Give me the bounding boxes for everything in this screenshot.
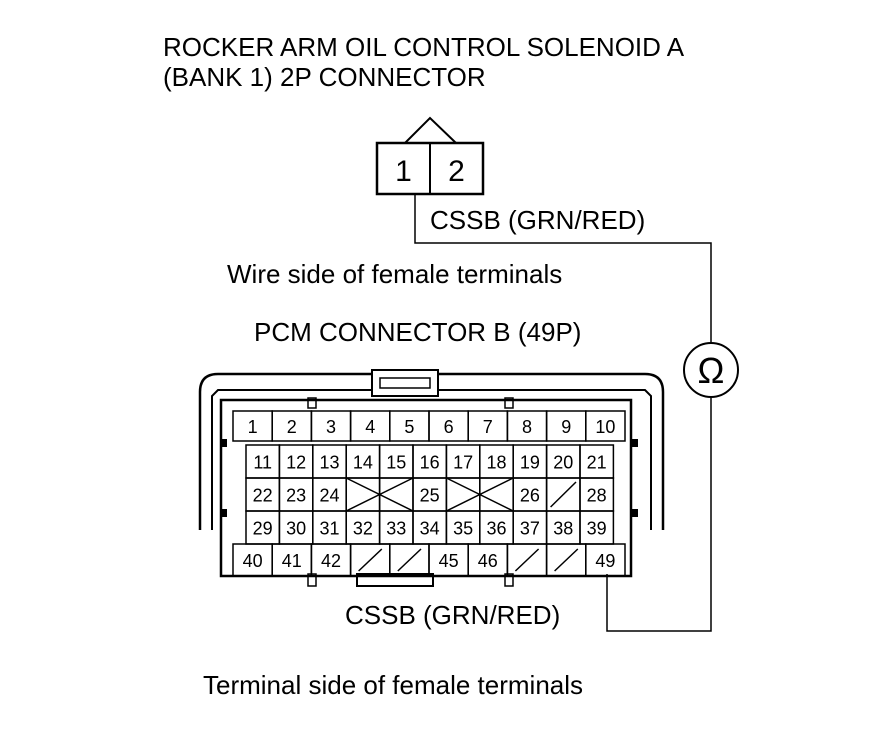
terminal-cell xyxy=(479,477,514,512)
terminal-3: 3 xyxy=(326,417,336,437)
terminal-14: 14 xyxy=(353,453,373,473)
solenoid-connector-title-line2: (BANK 1) 2P CONNECTOR xyxy=(163,62,486,92)
ohmmeter-circle xyxy=(683,342,739,398)
terminal-30: 30 xyxy=(286,519,306,539)
pcm-connector-title: PCM CONNECTOR B (49P) xyxy=(254,317,581,347)
terminal-20: 20 xyxy=(553,453,573,473)
blocked-cell-x xyxy=(446,477,514,512)
terminal-15: 15 xyxy=(386,453,406,473)
terminal-12: 12 xyxy=(286,453,306,473)
wire-to-meter-lower xyxy=(606,398,712,632)
terminal-cell xyxy=(378,477,414,512)
solenoid-wire-label: CSSB (GRN/RED) xyxy=(430,205,645,235)
terminal-32: 32 xyxy=(353,519,373,539)
pcm-wire-label: CSSB (GRN/RED) xyxy=(345,600,560,630)
terminal-cell xyxy=(585,543,626,577)
terminal-36: 36 xyxy=(486,519,506,539)
empty-cell-slash xyxy=(514,548,540,572)
wire-to-meter-upper xyxy=(414,194,712,342)
solenoid-pin-1: 1 xyxy=(395,155,412,188)
terminal-7: 7 xyxy=(483,417,493,437)
terminal-31: 31 xyxy=(319,519,339,539)
terminal-37: 37 xyxy=(520,519,540,539)
terminal-6: 6 xyxy=(444,417,454,437)
latch-left-top xyxy=(221,439,227,447)
terminal-5: 5 xyxy=(404,417,414,437)
solenoid-pin-2: 2 xyxy=(448,155,465,188)
terminal-29: 29 xyxy=(253,519,273,539)
tab-top-left xyxy=(307,397,317,409)
terminal-cell xyxy=(445,477,481,512)
shell-inner-right xyxy=(438,389,652,530)
terminal-2: 2 xyxy=(287,417,297,437)
terminal-8: 8 xyxy=(522,417,532,437)
terminal-cell xyxy=(585,410,626,442)
terminal-35: 35 xyxy=(453,519,473,539)
terminal-cell xyxy=(345,477,381,512)
terminal-11: 11 xyxy=(253,453,272,473)
terminal-13: 13 xyxy=(319,453,339,473)
terminal-24: 24 xyxy=(319,486,339,506)
wire-side-label: Wire side of female terminals xyxy=(227,259,562,289)
terminal-21: 21 xyxy=(587,453,607,473)
terminal-40: 40 xyxy=(243,551,263,571)
terminal-34: 34 xyxy=(420,519,440,539)
empty-cell-slash xyxy=(358,548,383,572)
terminal-9: 9 xyxy=(561,417,571,437)
terminal-38: 38 xyxy=(553,519,573,539)
tab-bottom-right xyxy=(504,573,514,587)
connector-bottom-key xyxy=(356,573,434,587)
terminal-46: 46 xyxy=(478,551,498,571)
terminal-49: 49 xyxy=(595,551,615,571)
terminal-10: 10 xyxy=(595,417,615,437)
terminal-25: 25 xyxy=(420,486,440,506)
latch-right-bottom xyxy=(632,509,638,517)
terminal-grid xyxy=(232,410,626,577)
terminal-19: 19 xyxy=(520,453,540,473)
terminal-41: 41 xyxy=(282,551,302,571)
terminal-18: 18 xyxy=(486,453,506,473)
terminal-17: 17 xyxy=(453,453,473,473)
solenoid-2p-connector: 1 2 xyxy=(375,116,485,196)
terminal-42: 42 xyxy=(321,551,341,571)
terminal-22: 22 xyxy=(253,486,273,506)
terminal-side-label: Terminal side of female terminals xyxy=(203,670,583,700)
blocked-cell-x xyxy=(345,477,414,512)
connector-top-lock xyxy=(371,369,439,397)
terminal-28: 28 xyxy=(587,486,607,506)
connector-shell xyxy=(198,372,665,530)
terminal-26: 26 xyxy=(520,486,540,506)
latch-right-top xyxy=(632,439,638,447)
empty-cell-slash xyxy=(550,481,577,508)
terminal-23: 23 xyxy=(286,486,306,506)
terminal-45: 45 xyxy=(439,551,459,571)
tab-top-right xyxy=(504,397,514,409)
shell-inner-left xyxy=(211,389,372,530)
ohmmeter: Ω xyxy=(683,342,739,398)
connector-top-lock-inner xyxy=(379,377,431,389)
empty-cell-slash xyxy=(397,548,422,572)
solenoid-connector-title-line1: ROCKER ARM OIL CONTROL SOLENOID A xyxy=(163,32,685,62)
terminal-39: 39 xyxy=(587,519,607,539)
terminal-4: 4 xyxy=(365,417,375,437)
terminal-16: 16 xyxy=(420,453,440,473)
latch-left-bottom xyxy=(221,509,227,517)
connector-lock-tab xyxy=(404,116,457,144)
ohm-icon: Ω xyxy=(698,350,725,391)
terminal-1: 1 xyxy=(248,417,258,437)
empty-cell-slash xyxy=(554,548,579,572)
terminal-33: 33 xyxy=(386,519,406,539)
